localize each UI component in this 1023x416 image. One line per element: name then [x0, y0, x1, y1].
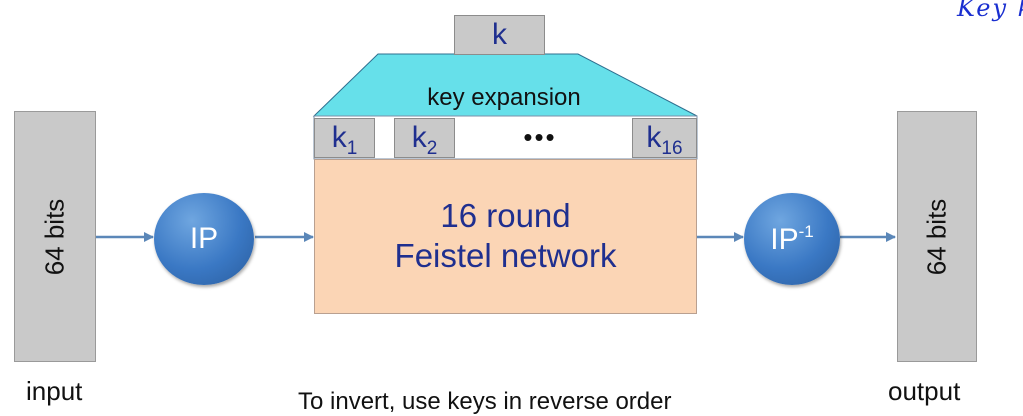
ip-inverse-sup: -1	[798, 221, 814, 241]
round-key-1-base: k	[331, 121, 347, 154]
round-key-ellipsis: •••	[523, 122, 557, 152]
round-key-16: k16	[632, 118, 697, 159]
round-key-1: k1	[314, 118, 375, 159]
key-label: k	[492, 18, 507, 51]
round-key-1-sub: 1	[346, 138, 358, 159]
key-expansion-label: key expansion	[427, 84, 581, 111]
key-box: k	[454, 15, 545, 55]
feistel-line-1: 16 round	[440, 197, 571, 234]
ip-inverse-base: IP	[770, 222, 799, 256]
round-key-16-sub: 16	[661, 138, 683, 159]
round-key-2-base: k	[411, 121, 427, 154]
input-block-text: 64 bits	[39, 198, 70, 275]
output-block: 64 bits	[897, 111, 977, 362]
output-block-text: 64 bits	[921, 198, 952, 275]
footer-note: To invert, use keys in reverse order	[298, 388, 672, 415]
ip-inverse-circle: IP-1	[744, 193, 840, 285]
handwritten-note: Key k	[957, 0, 1023, 22]
output-caption: output	[888, 376, 961, 406]
input-block: 64 bits	[14, 111, 96, 362]
round-key-2-sub: 2	[426, 138, 438, 159]
ip-circle: IP	[154, 193, 254, 285]
ip-label: IP	[189, 222, 219, 255]
round-key-16-base: k	[646, 121, 662, 154]
input-caption: input	[26, 376, 83, 406]
round-key-2: k2	[394, 118, 455, 159]
feistel-network-box: 16 round Feistel network	[314, 159, 697, 314]
feistel-line-2: Feistel network	[394, 237, 617, 274]
